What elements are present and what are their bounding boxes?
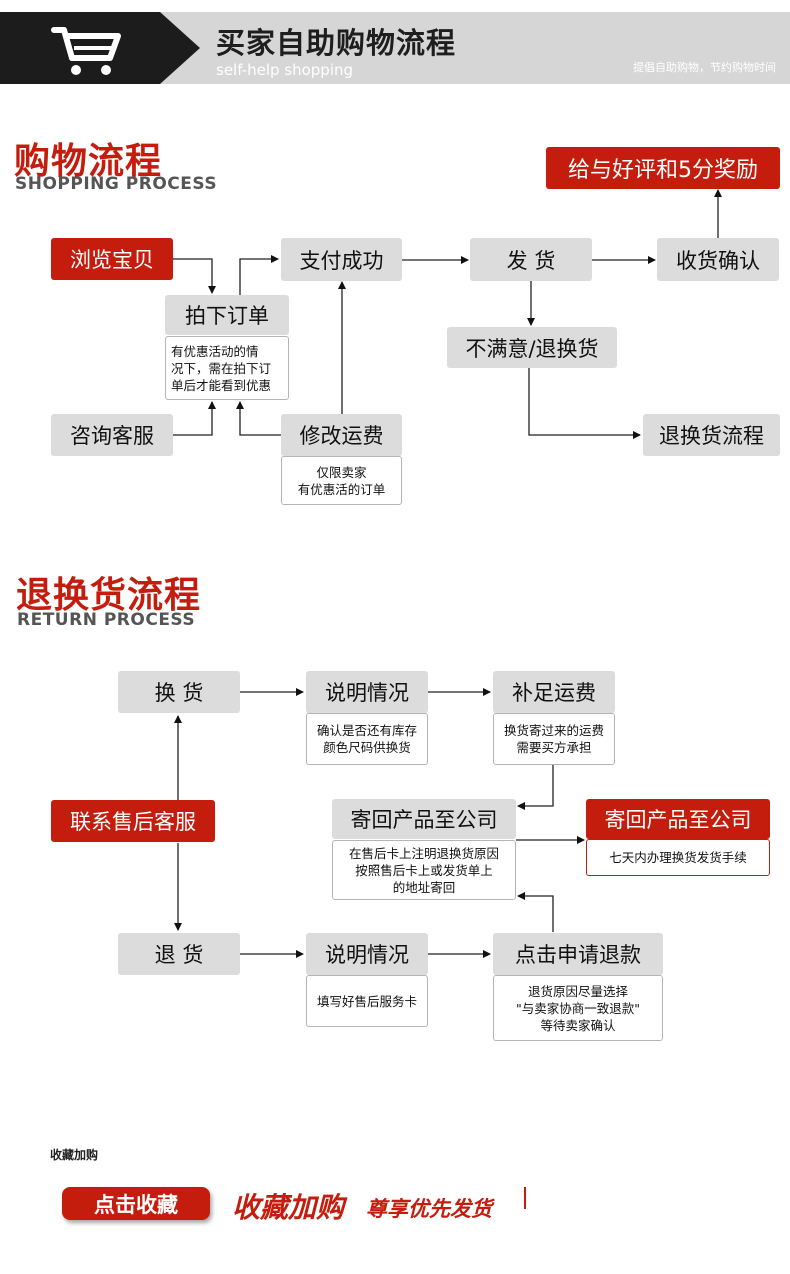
order-note: 有优惠活动的情 况下，需在拍下订 单后才能看到优惠	[165, 336, 289, 400]
header-title: 买家自助购物流程	[216, 26, 457, 60]
reward-box: 给与好评和5分奖励	[546, 147, 780, 189]
add-shipping-note-line: 需要买方承担	[516, 740, 592, 755]
footer-divider	[524, 1187, 526, 1209]
unsatisfied-box: 不满意/退换货	[447, 327, 617, 368]
explain-box-refund: 说明情况	[306, 933, 428, 975]
order-note-line: 单后才能看到优惠	[171, 377, 272, 393]
order-note-line: 有优惠活动的情	[171, 343, 259, 359]
shopping-section-title: 购物流程	[14, 141, 163, 182]
favorite-slogan: 收藏加购	[232, 1191, 345, 1224]
header-cart-panel	[0, 12, 200, 84]
modify-note: 仅限卖家 有优惠活的订单	[281, 456, 402, 505]
add-shipping-note: 换货寄过来的运费 需要买方承担	[493, 713, 615, 765]
send-back-box: 寄回产品至公司	[332, 799, 516, 839]
return-section-title: 退换货流程	[16, 575, 202, 616]
add-shipping-note-line: 换货寄过来的运费	[503, 723, 604, 738]
send-back-note-line: 按照售后卡上或发货单上	[355, 862, 493, 878]
place-order-box: 拍下订单	[165, 295, 289, 335]
send-back-note: 在售后卡上注明退换货原因 按照售后卡上或发货单上 的地址寄回	[332, 840, 516, 900]
favorite-label: 收藏加购	[50, 1148, 99, 1162]
consult-box: 咨询客服	[51, 414, 173, 456]
browse-box: 浏览宝贝	[51, 238, 173, 280]
apply-refund-note-line: 等待卖家确认	[540, 1017, 616, 1033]
refund-box: 退 货	[118, 933, 240, 975]
explain-note-line: 确认是否还有库存	[316, 723, 417, 738]
apply-refund-box: 点击申请退款	[493, 933, 663, 975]
send-back-red-note: 七天内办理换货发货手续	[586, 839, 770, 876]
explain-box-exchange: 说明情况	[306, 671, 428, 713]
send-back-red-box: 寄回产品至公司	[586, 799, 770, 839]
order-note-line: 况下，需在拍下订	[171, 360, 272, 376]
return-section-subtitle: RETURN PROCESS	[17, 610, 196, 630]
send-back-note-line: 在售后卡上注明退换货原因	[348, 845, 499, 861]
add-shipping-box: 补足运费	[493, 671, 615, 713]
apply-refund-note-line: 退货原因尽量选择	[527, 983, 628, 999]
shopping-cart-icon	[51, 27, 121, 75]
favorite-button[interactable]: 点击收藏	[62, 1187, 210, 1220]
pay-success-box: 支付成功	[281, 238, 402, 281]
send-back-note-line: 的地址寄回	[392, 879, 456, 895]
explain-note-exchange: 确认是否还有库存 颜色尺码供换货	[306, 713, 428, 765]
return-flow-box: 退换货流程	[643, 414, 780, 456]
favorite-slogan-secondary: 尊享优先发货	[366, 1197, 492, 1221]
apply-refund-note: 退货原因尽量选择 "与卖家协商一致退款" 等待卖家确认	[493, 975, 663, 1041]
contact-service-box: 联系售后客服	[51, 800, 215, 842]
modify-note-line: 有优惠活的订单	[297, 481, 386, 497]
modify-note-line: 仅限卖家	[316, 464, 367, 480]
explain-note-line: 颜色尺码供换货	[323, 740, 411, 755]
ship-box: 发 货	[470, 238, 592, 281]
modify-shipping-box: 修改运费	[281, 414, 402, 456]
header-tagline: 提倡自助购物，节约购物时间	[633, 61, 776, 74]
exchange-box: 换 货	[118, 671, 240, 713]
apply-refund-note-line: "与卖家协商一致退款"	[516, 1000, 640, 1016]
header-subtitle: self-help shopping	[216, 61, 354, 79]
confirm-receipt-box: 收货确认	[657, 238, 779, 281]
explain-note-refund: 填写好售后服务卡	[306, 975, 428, 1027]
shopping-section-subtitle: SHOPPING PROCESS	[15, 174, 218, 194]
